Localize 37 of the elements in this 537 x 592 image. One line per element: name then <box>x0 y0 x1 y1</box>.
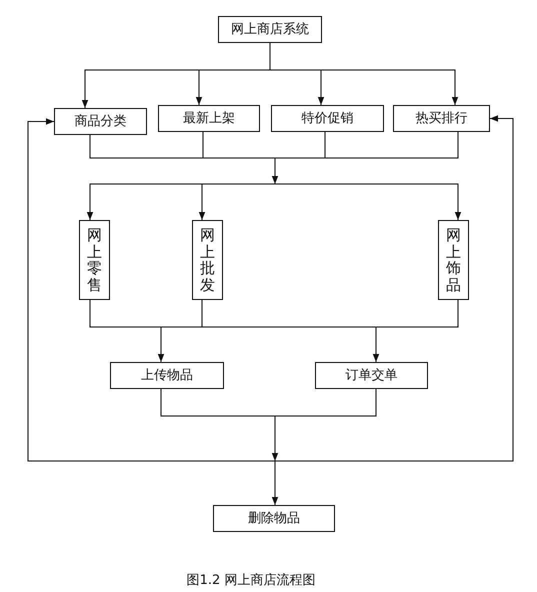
process-box <box>271 105 384 132</box>
process-box <box>218 16 322 43</box>
process-box <box>54 108 147 135</box>
node-label: 商品分类 <box>74 114 126 130</box>
connector-arrow <box>82 70 200 108</box>
node-label: 网上零售 <box>87 227 102 293</box>
process-box <box>192 220 223 300</box>
node-label: 订单交单 <box>346 368 398 384</box>
connector-arrow <box>158 326 164 362</box>
node-label: 最新上架 <box>183 110 235 126</box>
process-box <box>315 362 428 389</box>
connector-arrow <box>272 460 278 506</box>
figure-caption: 图1.2 网上商店流程图 <box>186 573 316 588</box>
node-label: 网上商店系统 <box>231 22 309 38</box>
process-box <box>110 362 224 389</box>
node-label: 热买排行 <box>416 110 468 126</box>
connector-arrow <box>196 70 202 106</box>
process-box <box>393 105 490 132</box>
process-box <box>158 105 260 132</box>
connector-arrow <box>272 158 278 184</box>
node-label: 删除物品 <box>248 510 300 526</box>
process-box <box>213 505 335 532</box>
connector-arrow <box>86 184 202 220</box>
node-label: 特价促销 <box>302 110 354 126</box>
connector-arrow <box>272 416 278 462</box>
node-label: 网上批发 <box>200 227 215 293</box>
connector-arrow <box>274 115 514 462</box>
connector-arrow <box>372 326 380 362</box>
connector-arrow <box>320 70 458 106</box>
process-box <box>79 220 110 300</box>
node-label: 上传物品 <box>141 368 193 384</box>
process-box <box>438 220 469 300</box>
connector-arrow <box>274 184 462 220</box>
connector-arrow <box>198 184 206 220</box>
connector-arrow <box>318 70 324 106</box>
node-label: 网上饰品 <box>446 227 461 293</box>
connector-arrow <box>28 118 276 462</box>
